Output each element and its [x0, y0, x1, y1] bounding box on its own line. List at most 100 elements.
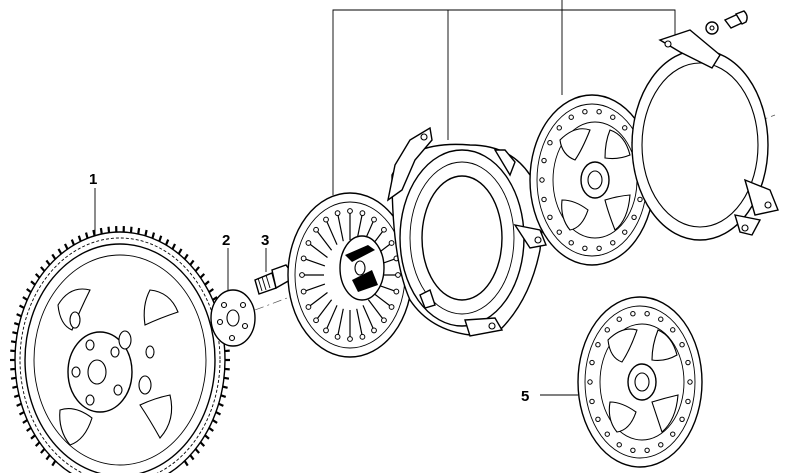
- rivet: [589, 359, 595, 366]
- rivet: [539, 177, 545, 183]
- gear-tooth: [189, 454, 195, 461]
- disc-rivet: [388, 240, 395, 246]
- gear-tooth: [16, 313, 22, 318]
- gear-tooth: [218, 402, 224, 407]
- rivet: [644, 447, 650, 453]
- gear-tooth: [40, 448, 46, 454]
- disc-rivet: [313, 317, 319, 324]
- rivet: [556, 125, 562, 131]
- gear-tooth: [151, 232, 156, 239]
- disc-rivet: [313, 226, 319, 233]
- gear-tooth: [51, 460, 57, 467]
- disc-spoke: [303, 283, 326, 293]
- disc-spoke: [325, 219, 338, 245]
- disc-rivet: [395, 272, 401, 278]
- gear-tooth: [10, 340, 17, 344]
- disc-rivet: [359, 333, 366, 340]
- disc-rivet: [381, 226, 387, 233]
- disc-rivet: [388, 304, 395, 310]
- gear-tooth: [40, 266, 46, 272]
- disc-spoke: [362, 305, 375, 331]
- flywheel-bolt: [254, 264, 292, 295]
- disc-rivet: [381, 317, 387, 324]
- gear-tooth: [99, 227, 103, 235]
- disc-spoke: [315, 229, 333, 251]
- gear-tooth: [129, 226, 133, 233]
- disc-spoke: [303, 257, 326, 267]
- gear-tooth: [183, 460, 189, 467]
- rivet: [547, 214, 553, 221]
- gear-tooth: [18, 304, 25, 309]
- disc-rivet: [300, 255, 307, 262]
- disc-rivet: [347, 336, 353, 342]
- gear-tooth: [158, 235, 163, 242]
- gear-tooth: [30, 434, 36, 440]
- friction-disc: [529, 94, 655, 266]
- rivet: [622, 125, 628, 131]
- gear-tooth: [26, 288, 32, 294]
- gear-tooth: [215, 411, 222, 416]
- rivet: [595, 341, 601, 348]
- rivet: [596, 109, 602, 115]
- rivet: [670, 327, 676, 333]
- gear-tooth: [12, 331, 18, 335]
- gear-tooth: [34, 273, 41, 279]
- gear-tooth: [189, 259, 195, 266]
- rivet: [658, 442, 664, 448]
- rivet: [687, 379, 693, 385]
- callout-1: 1: [89, 171, 97, 188]
- disc-spoke: [336, 308, 344, 337]
- rivet: [679, 416, 685, 423]
- gear-tooth: [26, 426, 32, 432]
- rivet: [589, 398, 595, 405]
- friction-disc-lower: [577, 296, 703, 468]
- gear-tooth: [57, 248, 63, 255]
- part-4-leader-bracket: [332, 0, 676, 195]
- gear-tooth: [165, 239, 170, 246]
- rivet: [610, 240, 616, 246]
- gear-tooth: [45, 259, 51, 266]
- gear-tooth: [12, 385, 18, 389]
- disc-spoke: [308, 242, 328, 258]
- gear-tooth: [92, 229, 96, 237]
- gear-tooth: [204, 434, 210, 440]
- flywheel-ring-gear: [10, 226, 230, 473]
- gear-tooth: [13, 322, 20, 326]
- gear-tooth: [107, 226, 111, 233]
- gear-tooth: [84, 232, 89, 239]
- disc-spoke: [372, 292, 392, 308]
- gear-tooth: [70, 239, 75, 246]
- disc-rivet: [300, 288, 307, 295]
- disc-rivet: [371, 216, 377, 223]
- rivet: [630, 447, 636, 453]
- rivet: [596, 245, 602, 251]
- rivet: [547, 139, 553, 146]
- rivet: [595, 416, 601, 423]
- rivet: [644, 311, 650, 317]
- disc-rivet: [323, 216, 329, 223]
- gear-tooth: [183, 253, 189, 260]
- gear-tooth: [10, 376, 17, 380]
- rivet: [616, 442, 622, 448]
- disc-rivet: [347, 208, 353, 214]
- clutch-disc: [287, 192, 413, 358]
- cover-bolt-washer: [705, 10, 748, 35]
- gear-tooth: [22, 419, 28, 424]
- rivet: [604, 327, 610, 333]
- gear-tooth: [16, 402, 22, 407]
- rivet: [582, 109, 588, 115]
- pressure-plate: [386, 126, 547, 337]
- rivet: [658, 316, 664, 322]
- rivet: [622, 229, 628, 235]
- disc-spoke: [367, 299, 385, 321]
- gear-tooth: [171, 243, 176, 250]
- rivet: [679, 341, 685, 348]
- disc-spoke: [325, 305, 338, 331]
- gear-tooth: [199, 273, 206, 279]
- gear-tooth: [64, 243, 69, 250]
- gear-tooth: [18, 411, 25, 416]
- disc-spoke: [356, 308, 364, 337]
- rivet: [604, 431, 610, 437]
- gear-tooth: [177, 248, 183, 255]
